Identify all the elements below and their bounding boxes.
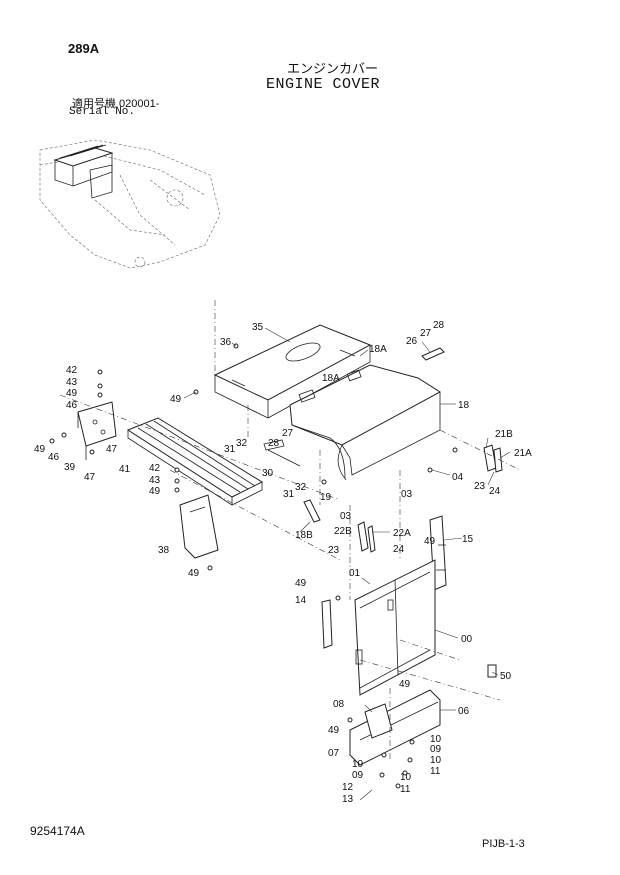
callout-03: 03 [340,511,352,522]
callout-10: 10 [352,759,364,770]
callout-31: 31 [283,489,295,500]
callout-03: 03 [401,489,413,500]
callout-23: 23 [474,481,486,492]
side-door-part-00 [354,559,436,696]
serial-label-japanese: 適用号機 020001- [72,98,160,110]
stay-rod-part-30 [263,439,301,467]
callout-18A: 18A [322,373,340,384]
machine-location-thumbnail [39,139,221,269]
callout-10: 10 [400,772,412,783]
callout-24: 24 [393,544,405,555]
callout-09: 09 [352,770,364,781]
callout-49: 49 [188,568,200,579]
serial-label: Serial No. [69,106,136,118]
callout-labels: 35 36 26 27 28 18A 18A 18 42 43 49 46 49… [34,320,532,805]
drawing-number: 9254174A [30,824,85,838]
callout-24: 24 [489,486,501,497]
page-code: PIJB-1-3 [482,838,525,850]
callout-50: 50 [500,671,512,682]
step-plate-part-41 [126,417,264,506]
callout-32: 32 [236,438,248,449]
callout-49: 49 [424,536,436,547]
callout-49: 49 [149,486,161,497]
callout-28: 28 [268,438,280,449]
callout-18A: 18A [369,344,387,355]
callout-22A: 22A [393,528,411,539]
callout-46: 46 [66,400,78,411]
page-number: 289A [68,41,100,56]
callout-49: 49 [399,679,411,690]
callout-19: 19 [320,492,332,503]
callout-49: 49 [295,578,307,589]
callout-22B: 22B [334,526,352,537]
callout-18B: 18B [295,530,313,541]
callout-10: 10 [430,755,442,766]
left-bracket-part-39 [77,401,117,460]
guard-part-38 [179,494,219,559]
callout-leaders [183,327,511,801]
callout-21B: 21B [495,429,513,440]
callout-18: 18 [458,400,470,411]
callout-43: 43 [66,377,78,388]
bracket-part-14 [321,599,333,649]
hinge-part-26 [421,347,445,361]
hinge-part-22 [357,521,376,553]
callout-10: 10 [430,734,442,745]
hinge-part-21 [483,444,503,473]
callout-31: 31 [224,444,236,455]
callout-35: 35 [252,322,264,333]
callout-08: 08 [333,699,345,710]
callout-42: 42 [66,365,78,376]
title-japanese: エンジンカバー [287,61,379,76]
latch-part-08 [364,703,393,739]
callout-43: 43 [149,475,161,486]
callout-36: 36 [220,337,232,348]
callout-41: 41 [119,464,131,475]
cap-part-50 [487,664,497,678]
callout-30: 30 [262,468,274,479]
callout-23: 23 [328,545,340,556]
callout-11: 11 [400,784,411,795]
callout-14: 14 [295,595,307,606]
engine-cover-part-18 [289,364,441,481]
callout-00: 00 [461,634,473,645]
fastener-bolts [49,343,458,789]
callout-38: 38 [158,545,170,556]
page-title: ENGINE COVER [266,76,381,93]
callout-01: 01 [349,568,361,579]
callout-49: 49 [66,388,78,399]
callout-27: 27 [282,428,294,439]
callout-49: 49 [34,444,46,455]
callout-49: 49 [328,725,340,736]
callout-47: 47 [106,444,118,455]
callout-07: 07 [328,748,340,759]
lower-plate-part-06 [349,689,441,766]
callout-46: 46 [48,452,60,463]
callout-11: 11 [430,766,441,777]
callout-28: 28 [433,320,445,331]
callout-04: 04 [452,472,464,483]
callout-47: 47 [84,472,96,483]
callout-32: 32 [295,482,307,493]
callout-09: 09 [430,744,442,755]
assembly-center-lines [59,300,521,760]
callout-06: 06 [458,706,470,717]
callout-12: 12 [342,782,354,793]
callout-39: 39 [64,462,76,473]
callout-26: 26 [406,336,418,347]
callout-49: 49 [170,394,182,405]
callout-42: 42 [149,463,161,474]
callout-21A: 21A [514,448,532,459]
seal-strip-part-18B [303,499,321,523]
callout-27: 27 [420,328,432,339]
callout-15: 15 [462,534,474,545]
callout-13: 13 [342,794,354,805]
